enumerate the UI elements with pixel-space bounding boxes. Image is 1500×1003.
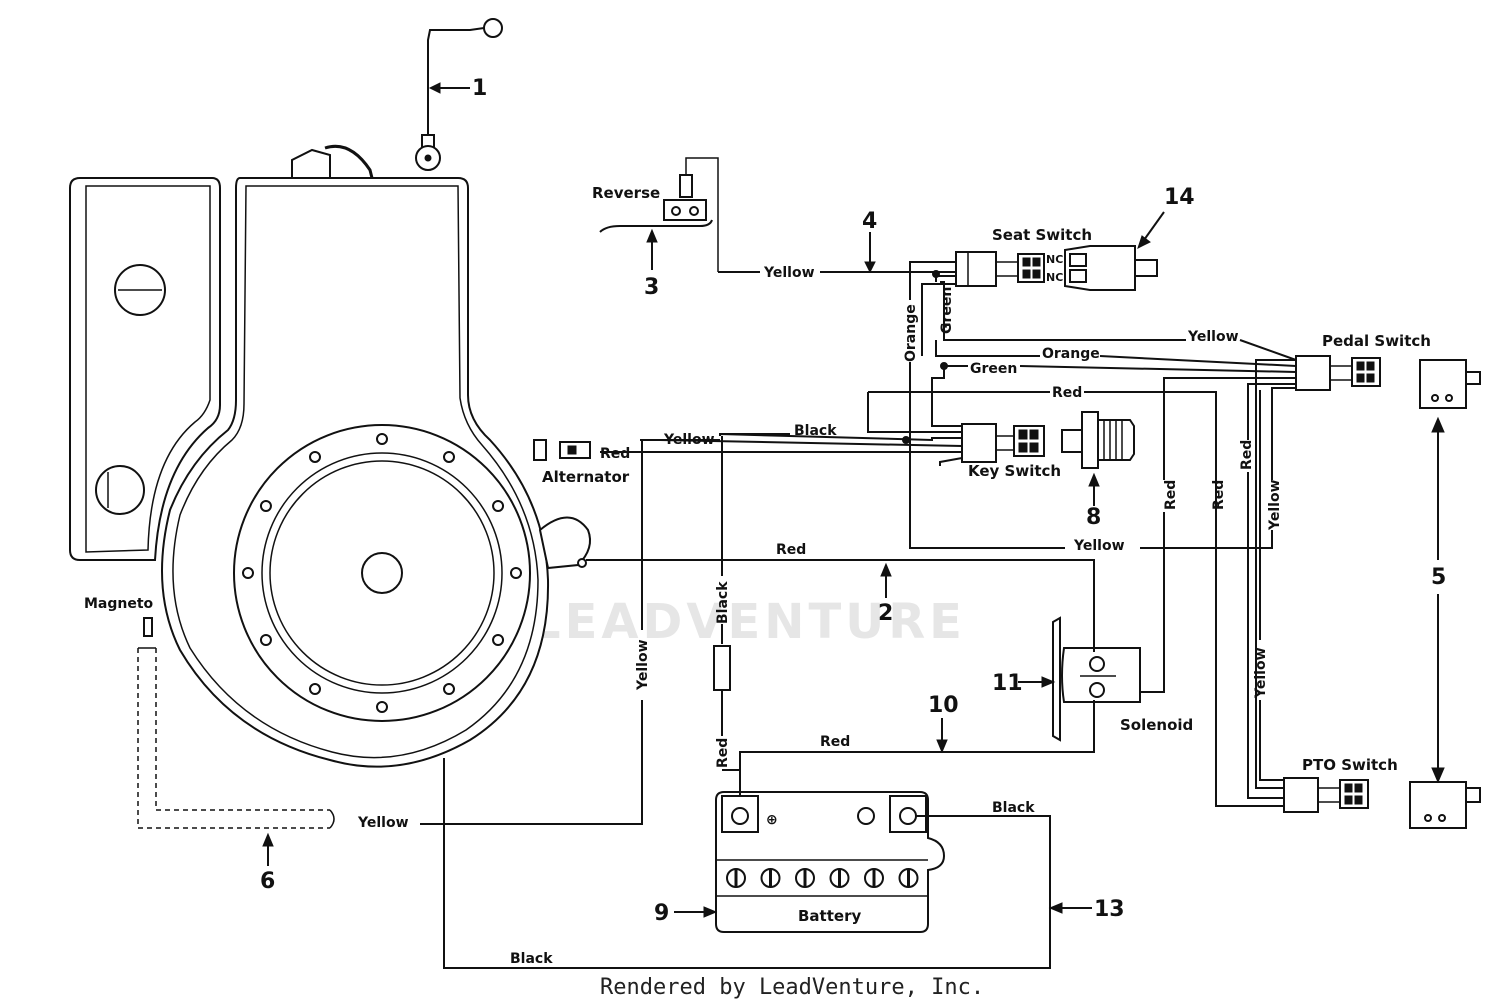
engine xyxy=(69,144,591,768)
pedal-switch xyxy=(1295,355,1481,409)
flywheel-bolt xyxy=(443,683,455,696)
flywheel-bolt xyxy=(259,634,272,646)
wire-label-red-alt: Red xyxy=(600,446,630,462)
ground-lead xyxy=(415,18,503,171)
flywheel-bolt xyxy=(492,500,505,512)
label-battery: Battery xyxy=(798,907,861,925)
wire-label-green-vertical: Green xyxy=(939,287,955,334)
callout-14: 14 xyxy=(1164,185,1195,210)
callout-8: 8 xyxy=(1086,505,1101,530)
watermark: LEADVENTURE xyxy=(530,594,966,650)
callout-5: 5 xyxy=(1431,565,1446,590)
solenoid xyxy=(1052,616,1141,742)
flywheel-bolt xyxy=(443,450,455,463)
wire-label-yellow-reverse: Yellow xyxy=(763,265,815,281)
flywheel-bolt xyxy=(376,701,388,713)
callout-10: 10 xyxy=(928,693,959,718)
callout-1: 1 xyxy=(472,76,487,101)
wire-label-yellow-magneto: Yellow xyxy=(357,815,409,831)
wire-label-yellow-mid: Yellow xyxy=(1073,538,1125,554)
label-pto-switch: PTO Switch xyxy=(1302,756,1398,774)
label-key-switch: Key Switch xyxy=(968,462,1061,480)
wire-label-yellow-v-pto: Yellow xyxy=(1253,647,1269,699)
wire-label-red-v1: Red xyxy=(1163,480,1179,510)
flywheel-bolt xyxy=(510,567,522,579)
label-solenoid: Solenoid xyxy=(1120,716,1193,734)
label-nc-2: NC xyxy=(1046,271,1063,284)
wire-label-black-bottom: Black xyxy=(510,951,553,967)
wire-label-yellow-vertical: Yellow xyxy=(635,639,651,691)
wires xyxy=(420,261,1352,969)
wire-label-black-top: Black xyxy=(794,423,837,439)
battery-cells xyxy=(726,868,919,888)
callout-4: 4 xyxy=(862,209,877,234)
callout-6: 6 xyxy=(260,869,275,894)
wire-label-yellow-alt: Yellow xyxy=(663,432,715,448)
callout-11: 11 xyxy=(992,671,1023,696)
reverse-switch xyxy=(599,157,719,272)
pto-switch xyxy=(1283,777,1481,829)
wire-label-yellow-pedal: Yellow xyxy=(1187,329,1239,345)
label-magneto: Magneto xyxy=(84,596,154,612)
wire-label-red-v3: Red xyxy=(1239,440,1255,470)
flywheel-bolts xyxy=(242,433,522,713)
wire-label-red-vertical-battery: Red xyxy=(715,738,731,768)
key-switch xyxy=(961,411,1135,469)
wire-label-orange-vertical: Orange xyxy=(903,304,919,362)
wire-label-yellow-v-pedal: Yellow xyxy=(1267,479,1283,531)
flywheel-bolt xyxy=(242,567,254,579)
flywheel-bolt xyxy=(309,450,321,463)
wire-label-red-v2: Red xyxy=(1211,480,1227,510)
label-nc-1: NC xyxy=(1046,253,1063,266)
flywheel-bolt xyxy=(309,683,321,696)
callout-9: 9 xyxy=(654,901,669,926)
magneto-lead xyxy=(137,617,335,829)
label-pedal-switch: Pedal Switch xyxy=(1322,332,1431,350)
battery: ⊕ xyxy=(715,791,946,933)
flywheel-bolt xyxy=(376,433,388,445)
positive-sign: ⊕ xyxy=(766,812,778,828)
label-seat-switch: Seat Switch xyxy=(992,226,1092,244)
wire-label-red-battery: Red xyxy=(820,734,850,750)
wire-label-green-horizontal: Green xyxy=(970,361,1017,377)
wire-label-red-solenoid: Red xyxy=(776,542,806,558)
flywheel-bolt xyxy=(259,500,272,512)
wire-label-red-horizontal: Red xyxy=(1052,385,1082,401)
cap-screw-lower xyxy=(95,465,145,515)
wire-label-black-battery: Black xyxy=(992,800,1035,816)
seat-switch xyxy=(955,245,1158,291)
alternator-connector xyxy=(533,439,591,461)
callout-3: 3 xyxy=(644,275,659,300)
wire-label-orange-horizontal: Orange xyxy=(1042,346,1100,362)
footer-credit: Rendered by LeadVenture, Inc. xyxy=(600,975,984,1000)
callout-13: 13 xyxy=(1094,897,1125,922)
flywheel-bolt xyxy=(492,634,505,646)
wire-label-black-vertical: Black xyxy=(715,581,731,624)
label-alternator: Alternator xyxy=(542,468,630,486)
callout-2: 2 xyxy=(878,601,893,626)
label-reverse: Reverse xyxy=(592,184,660,202)
callout-arrows xyxy=(262,82,1445,918)
